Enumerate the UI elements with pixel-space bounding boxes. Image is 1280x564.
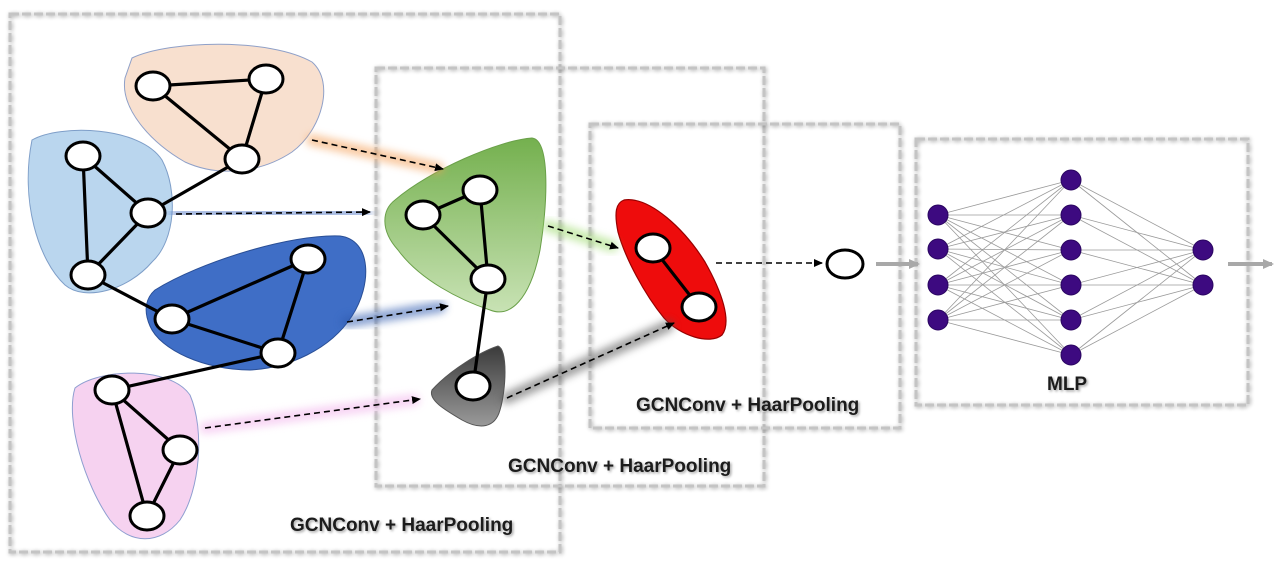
mlp-connection [937, 249, 1072, 321]
stage-box-1 [8, 12, 562, 554]
mlp-label: MLP [1047, 374, 1087, 395]
mlp-neuron [1192, 239, 1214, 261]
stage1-label: GCNConv + HaarPooling [290, 515, 513, 536]
mlp-connection [937, 248, 1072, 321]
cluster-dark-blue [145, 235, 367, 371]
mlp-connection [937, 179, 1072, 321]
mlp-connection [937, 179, 1072, 250]
graph-node [93, 374, 131, 406]
mlp-neuron [927, 204, 949, 226]
graph-node [223, 143, 261, 175]
graph-node [404, 199, 442, 231]
mlp-connection [937, 179, 1072, 286]
mlp-connection [1070, 179, 1204, 251]
mlp-neuron [927, 309, 949, 331]
stage3-graph [634, 232, 718, 323]
readout-node [825, 248, 865, 280]
pool-arrow-pink [204, 396, 421, 429]
graph-node [134, 70, 172, 102]
mlp-connection [937, 319, 1072, 356]
graph-node [64, 140, 102, 172]
mlp-neuron [1060, 239, 1082, 261]
graph-node [129, 197, 167, 229]
graph-node [128, 500, 166, 532]
stage2-label: GCNConv + HaarPooling [508, 456, 731, 477]
graph-node [289, 243, 327, 275]
mlp-neuron [927, 274, 949, 296]
graph-node [69, 259, 107, 291]
mlp-box [914, 137, 1250, 407]
mlp-connection [1070, 249, 1204, 286]
mlp-network [927, 169, 1214, 366]
graph-node [153, 303, 191, 335]
stage-box-2 [374, 66, 766, 488]
mlp-neuron [1060, 344, 1082, 366]
mlp-neuron [1192, 274, 1214, 296]
graph-node [247, 63, 285, 95]
graph-node [469, 263, 507, 295]
cluster-green [384, 137, 547, 313]
graph-node [161, 434, 199, 466]
mlp-neuron [1060, 169, 1082, 191]
mlp-neuron [927, 238, 949, 260]
graph-node [634, 232, 672, 264]
stage-box-3 [588, 122, 902, 430]
graph-node [259, 337, 297, 369]
mlp-neuron [1060, 274, 1082, 296]
pooling-arrows [170, 134, 823, 434]
mlp-connection [937, 179, 1072, 216]
mlp-connection [937, 284, 1072, 321]
pool-arrow-gray [506, 322, 675, 399]
mlp-neuron [1060, 204, 1082, 226]
graph-node [461, 174, 499, 206]
mlp-connection [1070, 214, 1204, 251]
pool-arrow-lightblue [175, 208, 371, 217]
mlp-connection [1070, 284, 1204, 356]
mlp-connection [1070, 249, 1204, 321]
mlp-neuron [1060, 309, 1082, 331]
cluster-light-blue [27, 129, 173, 294]
cluster-pink [71, 372, 200, 540]
pool-arrow-peach [311, 139, 444, 172]
stage3-label: GCNConv + HaarPooling [636, 395, 859, 416]
graph-node [680, 291, 718, 323]
pool-arrow-green [547, 225, 619, 250]
mlp-connection [937, 248, 1072, 356]
mlp-connection [937, 214, 1072, 321]
graph-node [454, 370, 492, 402]
pooled-graph-nodes [404, 174, 507, 402]
input-graph-nodes [64, 63, 327, 532]
mlp-connection [1070, 249, 1204, 356]
pool-arrow-darkblue [346, 303, 449, 323]
